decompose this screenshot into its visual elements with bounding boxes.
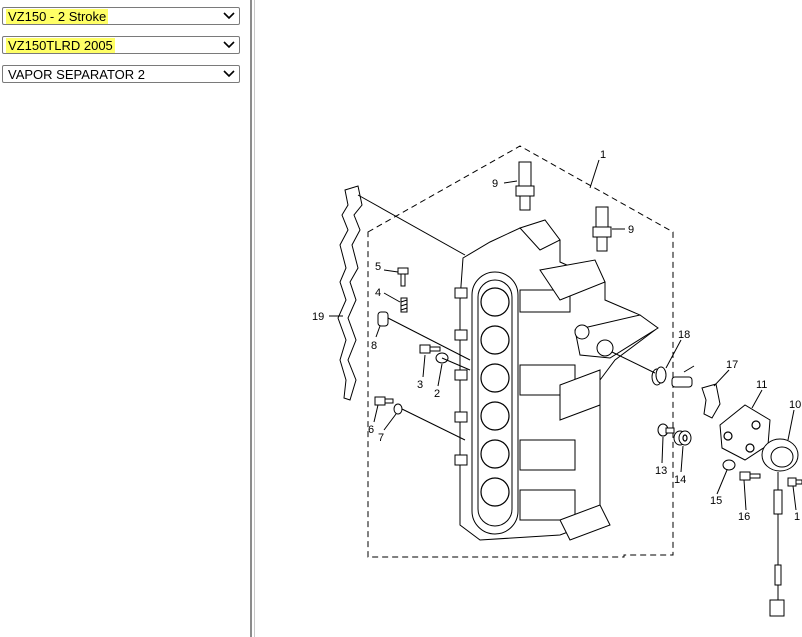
callout-18: 18 bbox=[678, 329, 690, 341]
assembly-select-value: VAPOR SEPARATOR 2 bbox=[8, 67, 146, 82]
version-select-value: VZ150TLRD 2005 bbox=[6, 38, 115, 53]
parts-diagram-panel: 1 9 9 5 4 19 8 3 2 6 7 18 17 11 10 13 14… bbox=[256, 0, 802, 637]
spring-4 bbox=[400, 297, 408, 313]
pin-8 bbox=[377, 311, 471, 361]
screw-12 bbox=[787, 477, 802, 487]
washer-7 bbox=[393, 403, 466, 441]
callout-6: 6 bbox=[368, 424, 374, 436]
exploded-parts-diagram: 1 9 9 5 4 19 8 3 2 6 7 18 17 11 10 13 14… bbox=[312, 145, 802, 617]
model-select-value: VZ150 - 2 Stroke bbox=[6, 9, 109, 24]
stud-bolt-9-top bbox=[515, 161, 535, 211]
callout-13: 13 bbox=[655, 465, 667, 477]
callout-4: 4 bbox=[375, 287, 381, 299]
sensor-10 bbox=[761, 438, 799, 617]
screw-16 bbox=[739, 471, 761, 481]
screw-3 bbox=[419, 344, 441, 354]
version-select[interactable]: VZ150TLRD 2005 bbox=[2, 36, 240, 54]
callout-9-top: 9 bbox=[492, 178, 498, 190]
callout-9-right: 9 bbox=[628, 224, 634, 236]
washer-2 bbox=[435, 352, 471, 371]
lever-17 bbox=[701, 383, 721, 419]
callout-12: 1 bbox=[794, 511, 800, 523]
panel-divider[interactable] bbox=[250, 0, 252, 637]
screw-6 bbox=[374, 396, 394, 406]
callout-16: 16 bbox=[738, 511, 750, 523]
callout-5: 5 bbox=[375, 261, 381, 273]
screw-5 bbox=[397, 267, 409, 287]
model-select[interactable]: VZ150 - 2 Stroke bbox=[2, 7, 240, 25]
callout-7: 7 bbox=[378, 432, 384, 444]
chevron-down-icon bbox=[223, 12, 235, 20]
callout-10: 10 bbox=[789, 399, 801, 411]
assembly-select[interactable]: VAPOR SEPARATOR 2 bbox=[2, 65, 240, 83]
callout-8: 8 bbox=[371, 340, 377, 352]
bushing-14 bbox=[673, 430, 692, 446]
screw-13 bbox=[657, 423, 675, 437]
callout-19: 19 bbox=[312, 311, 324, 323]
callout-15: 15 bbox=[710, 495, 722, 507]
assembly-boundary bbox=[367, 145, 674, 558]
gasket-19 bbox=[337, 185, 363, 401]
vapor-separator-body bbox=[454, 219, 659, 541]
panel-divider-shadow bbox=[254, 0, 255, 637]
pin-lever bbox=[671, 365, 695, 388]
sidebar: VZ150 - 2 Stroke VZ150TLRD 2005 VAPOR SE… bbox=[0, 0, 249, 637]
chevron-down-icon bbox=[223, 70, 235, 78]
callout-17: 17 bbox=[726, 359, 738, 371]
callout-1: 1 bbox=[600, 149, 606, 161]
spring-18 bbox=[611, 351, 667, 386]
callout-3: 3 bbox=[417, 379, 423, 391]
chevron-down-icon bbox=[223, 41, 235, 49]
callout-2: 2 bbox=[434, 388, 440, 400]
callout-11: 11 bbox=[756, 379, 767, 391]
callout-14: 14 bbox=[674, 474, 686, 486]
washer-15 bbox=[722, 459, 736, 471]
stud-bolt-9-right bbox=[592, 206, 612, 252]
